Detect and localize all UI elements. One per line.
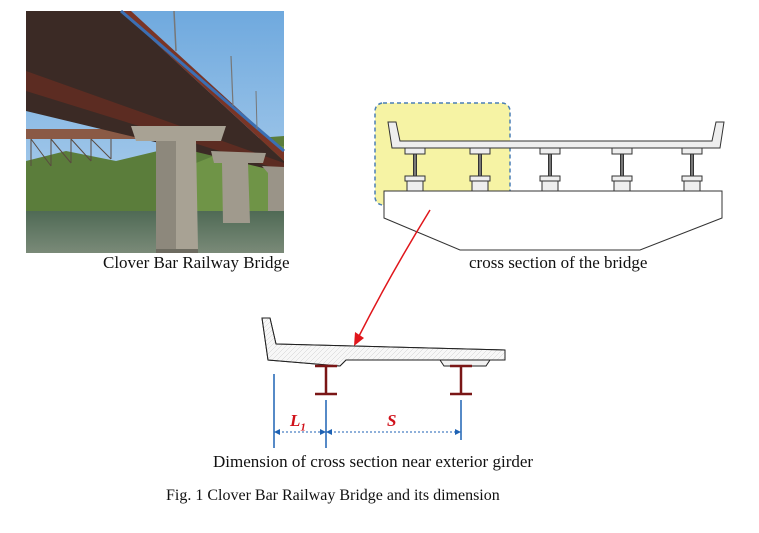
- l1-subscript: 1: [300, 421, 306, 434]
- figure-caption: Fig. 1 Clover Bar Railway Bridge and its…: [166, 487, 500, 504]
- l1-base: L: [290, 411, 301, 430]
- bridge-cross-section: [354, 102, 725, 346]
- dimension-label-s: S: [387, 411, 397, 430]
- girders: [404, 147, 703, 192]
- detail-arrow: [357, 209, 431, 339]
- exterior-girder: [315, 364, 337, 396]
- dimension-lines: [273, 374, 462, 448]
- exterior-girder-detail: [261, 317, 506, 448]
- bridge-photo: [26, 9, 285, 253]
- interior-girder: [450, 364, 472, 396]
- dimension-label-l1: L1: [290, 411, 306, 433]
- detail-caption: Dimension of cross section near exterior…: [213, 452, 534, 471]
- section-caption: cross section of the bridge: [469, 253, 648, 272]
- photo-caption: Clover Bar Railway Bridge: [103, 253, 290, 272]
